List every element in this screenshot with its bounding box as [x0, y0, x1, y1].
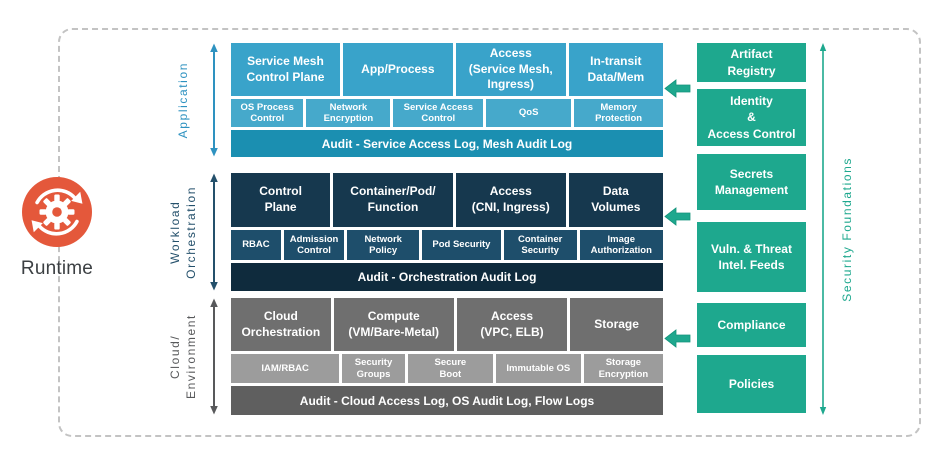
grid-cell: Access (Service Mesh, Ingress)	[455, 43, 566, 96]
grid-cell: In-transit Data/Mem	[568, 43, 663, 96]
workload-audit-bar: Audit - Orchestration Audit Log	[231, 263, 663, 291]
grid-cell: Admission Control	[283, 230, 345, 260]
grid-cell: Storage	[570, 298, 663, 351]
application-audit-bar: Audit - Service Access Log, Mesh Audit L…	[231, 130, 663, 157]
grid-cell: Container/Pod/ Function	[333, 173, 453, 227]
grid-cell: Access (VPC, ELB)	[456, 298, 568, 351]
foundation-box-identity-access-control: Identity & Access Control	[697, 89, 806, 146]
grid-cell: QoS	[486, 99, 572, 127]
foundation-box-artifact-registry: Artifact Registry	[697, 43, 806, 82]
grid-cell: Security Groups	[342, 354, 405, 383]
grid-cell: Data Volumes	[568, 173, 663, 227]
cloud-audit-bar: Audit - Cloud Access Log, OS Audit Log, …	[231, 386, 663, 415]
cloud-environment-section: Cloud/ Environment Cloud Orchestration C…	[160, 298, 663, 415]
grid-cell: Container Security	[503, 230, 577, 260]
grid-cell: Secure Boot	[407, 354, 493, 383]
grid-cell: Immutable OS	[495, 354, 581, 383]
runtime-label: Runtime	[20, 258, 94, 279]
left-arrow-cloud-icon	[664, 329, 691, 348]
grid-cell: Network Encryption	[306, 99, 391, 127]
grid-cell: Pod Security	[422, 230, 501, 260]
grid-cell: OS Process Control	[231, 99, 304, 127]
grid-cell: Storage Encryption	[583, 354, 663, 383]
runtime-legend: Runtime	[17, 177, 97, 280]
foundation-box-vuln-threat-intel-feeds: Vuln. & Threat Intel. Feeds	[697, 222, 806, 292]
application-section-label: Application	[175, 61, 190, 139]
left-arrow-workload-icon	[664, 207, 691, 226]
grid-cell: Control Plane	[231, 173, 331, 227]
workload-span-arrow-icon	[210, 173, 218, 291]
grid-cell: Cloud Orchestration	[231, 298, 331, 351]
foundation-box-compliance: Compliance	[697, 303, 806, 347]
cloud-environment-section-label: Cloud/ Environment	[167, 314, 198, 399]
grid-cell: Service Mesh Control Plane	[231, 43, 340, 96]
left-arrow-application-icon	[664, 79, 691, 98]
workload-orchestration-section-label: Workload Orchestration	[167, 185, 198, 279]
application-span-arrow-icon	[210, 43, 218, 157]
grid-cell: IAM/RBAC	[231, 354, 340, 383]
grid-cell: Access (CNI, Ingress)	[455, 173, 566, 227]
grid-cell: Service Access Control	[393, 99, 484, 127]
foundation-box-policies: Policies	[697, 355, 806, 413]
foundation-box-secrets-management: Secrets Management	[697, 154, 806, 210]
cloud-span-arrow-icon	[210, 298, 218, 415]
runtime-gear-cycle-icon	[22, 177, 92, 247]
grid-cell: Memory Protection	[574, 99, 663, 127]
security-foundations-axis-arrow-icon	[819, 43, 827, 415]
grid-cell: Image Authorization	[579, 230, 663, 260]
application-section: Application Service Mesh Control Plane A…	[160, 43, 663, 157]
grid-cell: Compute (VM/Bare-Metal)	[333, 298, 454, 351]
grid-cell: App/Process	[342, 43, 453, 96]
security-foundations-label: Security Foundations	[839, 156, 854, 302]
workload-orchestration-section: Workload Orchestration Control Plane Con…	[160, 173, 663, 291]
grid-cell: Network Policy	[347, 230, 420, 260]
grid-cell: RBAC	[231, 230, 281, 260]
